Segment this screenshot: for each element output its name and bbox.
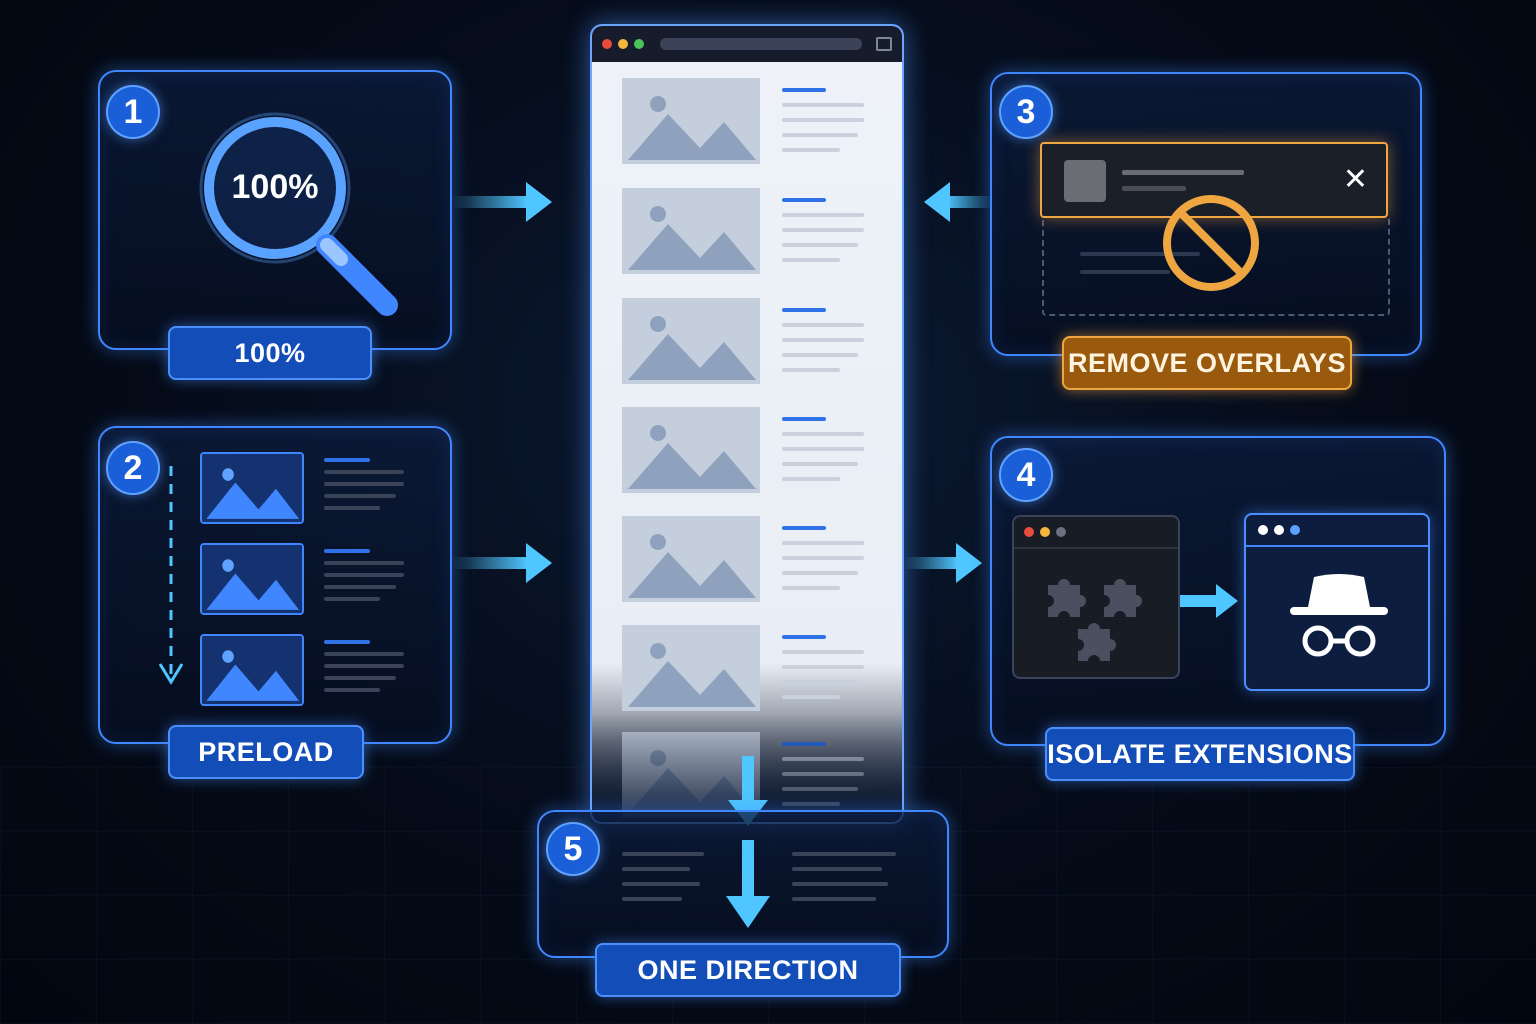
maximize-dot (1290, 525, 1300, 535)
puzzle-icon (1104, 579, 1142, 617)
image-thumbnail-icon (622, 407, 760, 493)
popup-overlay: ✕ (1040, 142, 1388, 218)
image-thumbnail-icon (622, 78, 760, 164)
address-bar (660, 38, 862, 50)
step-1-number: 1 (106, 85, 160, 139)
text-lines (782, 635, 872, 710)
arrow-right-icon (452, 543, 552, 583)
scroll-down-dashed-arrow (158, 466, 184, 685)
close-dot (1258, 525, 1268, 535)
text-line (792, 882, 888, 886)
popup-thumbnail (1064, 160, 1106, 202)
image-thumbnail-icon (622, 188, 760, 274)
step-5-lines-right (792, 852, 896, 912)
text-line (622, 867, 690, 871)
close-dot (602, 39, 612, 49)
text-lines (324, 549, 406, 609)
puzzle-icon (1078, 623, 1116, 661)
text-line (622, 897, 682, 901)
extensions-browser (1012, 515, 1180, 679)
text-lines (782, 526, 872, 601)
arrow-left-icon (924, 182, 994, 222)
overlay-ghost-line (1080, 252, 1200, 256)
incognito-icon (1290, 574, 1388, 657)
image-thumbnail-icon (622, 516, 760, 602)
text-line (622, 882, 700, 886)
text-lines (782, 417, 872, 492)
magnifier-icon (199, 112, 398, 316)
overlay-ghost-outline (1042, 216, 1390, 316)
image-thumbnail-icon (622, 298, 760, 384)
minimize-dot (1274, 525, 1284, 535)
image-thumbnail-icon (200, 543, 304, 615)
maximize-dot (1056, 527, 1066, 537)
arrow-down-icon (726, 840, 770, 928)
step-2-number: 2 (106, 441, 160, 495)
minimize-dot (618, 39, 628, 49)
step-2-label: PRELOAD (168, 725, 364, 779)
text-lines (324, 458, 406, 518)
puzzle-icon (1048, 579, 1086, 617)
maximize-dot (634, 39, 644, 49)
text-line (622, 852, 704, 856)
central-browser-window (590, 24, 904, 824)
blocked-icon (1163, 195, 1259, 291)
image-thumbnail-icon (622, 625, 760, 711)
minimize-dot (1040, 527, 1050, 537)
step-4-number: 4 (999, 448, 1053, 502)
text-line (792, 867, 882, 871)
text-lines (782, 308, 872, 383)
arrow-right-icon (452, 182, 552, 222)
step-3-label: REMOVE OVERLAYS (1062, 336, 1352, 390)
arrow-right-icon (904, 543, 982, 583)
incognito-browser-bar (1246, 515, 1428, 547)
popup-line (1122, 170, 1244, 175)
close-icon: ✕ (1342, 163, 1368, 196)
text-line (792, 852, 896, 856)
magnifier-zoom-text: 100% (231, 168, 319, 206)
browser-toolbar (592, 26, 902, 62)
step-5-label: ONE DIRECTION (595, 943, 901, 997)
arrow-right-icon (1180, 584, 1238, 618)
extensions-browser-bar (1014, 517, 1178, 549)
incognito-browser (1244, 513, 1430, 691)
text-lines (324, 640, 406, 700)
chat-icon (876, 37, 892, 51)
image-thumbnail-icon (200, 452, 304, 524)
text-line (792, 897, 876, 901)
step-4-label: ISOLATE EXTENSIONS (1045, 727, 1355, 781)
text-lines (782, 88, 872, 163)
step-3-number: 3 (999, 85, 1053, 139)
image-thumbnail-icon (200, 634, 304, 706)
overlay-ghost-line (1080, 270, 1170, 274)
popup-line (1122, 186, 1186, 191)
step-1-label: 100% (168, 326, 372, 380)
step-5-number: 5 (546, 822, 600, 876)
close-dot (1024, 527, 1034, 537)
text-lines (782, 198, 872, 273)
step-5-lines-left (622, 852, 704, 912)
